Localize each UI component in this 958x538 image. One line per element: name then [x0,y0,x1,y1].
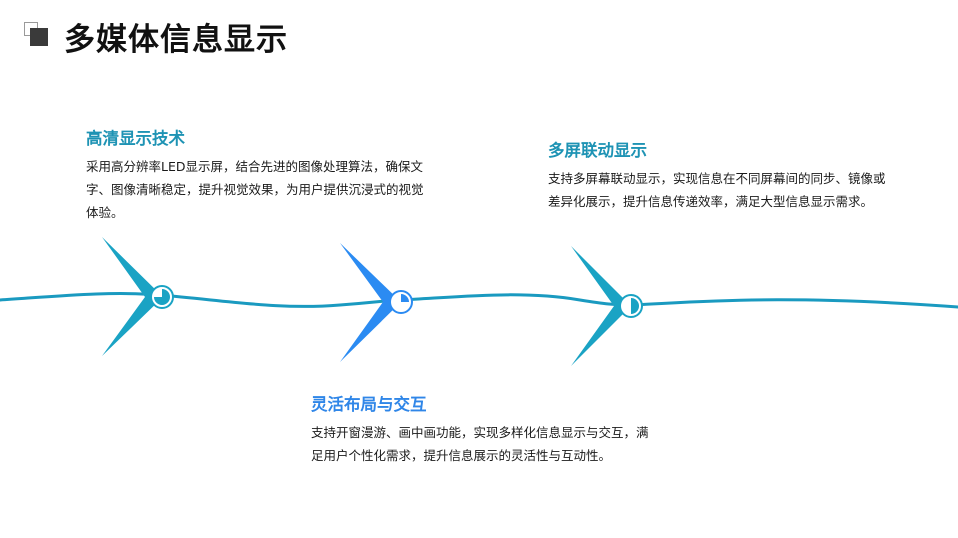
half-circle-icon [631,298,639,314]
feature-title: 高清显示技术 [86,129,185,148]
pie-quarter-icon [154,289,170,305]
pie-quarter-icon [401,294,409,302]
title-square-icon [24,22,50,48]
arrow-icon [340,243,401,362]
title-square-fill [30,28,48,46]
feature-block-1: 高清显示技术 采用高分辨率LED显示屏，结合先进的图像处理算法，确保文字、图像清… [86,125,431,224]
marker-1 [102,237,174,356]
page-title: 多媒体信息显示 [64,22,288,58]
feature-title: 多屏联动显示 [548,141,647,160]
feature-block-3: 多屏联动显示 支持多屏幕联动显示，实现信息在不同屏幕间的同步、镜像或差异化展示，… [548,137,893,213]
marker-3 [571,246,643,366]
feature-description: 采用高分辨率LED显示屏，结合先进的图像处理算法，确保文字、图像清晰稳定，提升视… [86,159,424,220]
feature-description: 支持开窗漫游、画中画功能，实现多样化信息显示与交互，满足用户个性化需求，提升信息… [311,425,649,463]
marker-2 [340,243,413,362]
feature-description: 支持多屏幕联动显示，实现信息在不同屏幕间的同步、镜像或差异化展示，提升信息传递效… [548,171,886,209]
feature-block-2: 灵活布局与交互 支持开窗漫游、画中画功能，实现多样化信息显示与交互，满足用户个性… [311,391,656,467]
feature-title: 灵活布局与交互 [311,395,427,414]
